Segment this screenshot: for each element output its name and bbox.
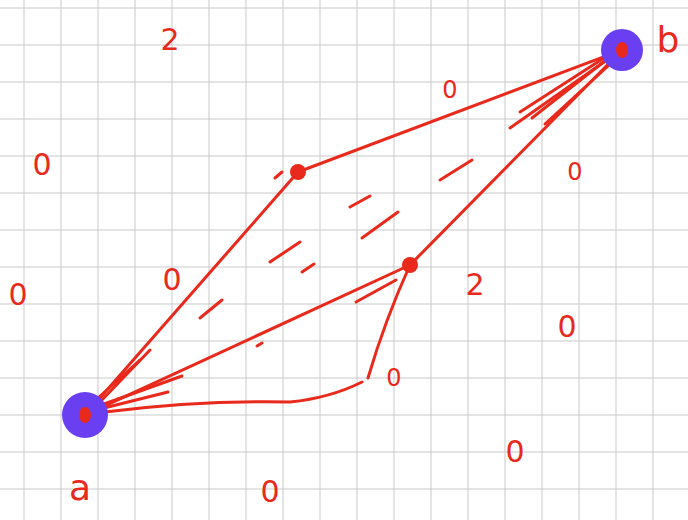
dash-line xyxy=(350,196,370,207)
path-line xyxy=(100,57,602,397)
grid-line xyxy=(0,341,688,342)
grid-line xyxy=(246,0,247,520)
value-label: 0 xyxy=(567,160,582,184)
grid-line xyxy=(0,452,688,453)
point-label: b xyxy=(657,22,680,58)
grid-line xyxy=(616,0,617,520)
grid-line xyxy=(0,267,688,268)
grid-line xyxy=(209,0,210,520)
dash-line xyxy=(257,343,262,346)
point-node: a xyxy=(62,392,108,438)
grid-line xyxy=(0,8,688,9)
grid-line xyxy=(98,0,99,520)
grid-line xyxy=(61,0,62,520)
grid-line xyxy=(0,193,688,194)
grid-line xyxy=(431,0,432,520)
value-label: 0 xyxy=(557,312,576,342)
value-label: 0 xyxy=(8,280,27,310)
grid-line xyxy=(357,0,358,520)
grid-line xyxy=(320,0,321,520)
value-label: 0 xyxy=(32,150,51,180)
grid-line xyxy=(0,304,688,305)
grid-line xyxy=(0,119,688,120)
value-label: 0 xyxy=(162,265,181,295)
grid-line xyxy=(653,0,654,520)
value-label: 2 xyxy=(465,270,484,300)
grid-line xyxy=(0,45,688,46)
point-node: b xyxy=(601,29,643,71)
grid-line xyxy=(468,0,469,520)
point-label: a xyxy=(69,470,91,506)
dash-line xyxy=(440,160,472,180)
value-label: 2 xyxy=(160,25,179,55)
inner-dot xyxy=(616,42,628,58)
grid-line xyxy=(0,82,688,83)
grid-line xyxy=(394,0,395,520)
value-label: 0 xyxy=(260,477,279,507)
fan-line xyxy=(100,350,150,402)
value-label: 0 xyxy=(442,78,457,102)
dash-line xyxy=(362,212,398,238)
dash-line xyxy=(270,242,300,262)
grid-line xyxy=(0,230,688,231)
grid-line xyxy=(505,0,506,520)
grid-line xyxy=(24,0,25,520)
grid-line xyxy=(135,0,136,520)
value-label: 0 xyxy=(505,437,524,467)
fan-line xyxy=(104,392,168,408)
dash-line xyxy=(275,172,282,178)
path-line xyxy=(106,65,607,405)
grid-line xyxy=(542,0,543,520)
dash-line xyxy=(200,300,222,318)
grid-line xyxy=(0,489,688,490)
grid-line xyxy=(172,0,173,520)
dash-line xyxy=(302,264,314,272)
inner-dot xyxy=(79,407,91,423)
grid-line xyxy=(283,0,284,520)
dash-line xyxy=(356,280,396,302)
value-label: 0 xyxy=(386,366,401,390)
grid-line xyxy=(0,378,688,379)
